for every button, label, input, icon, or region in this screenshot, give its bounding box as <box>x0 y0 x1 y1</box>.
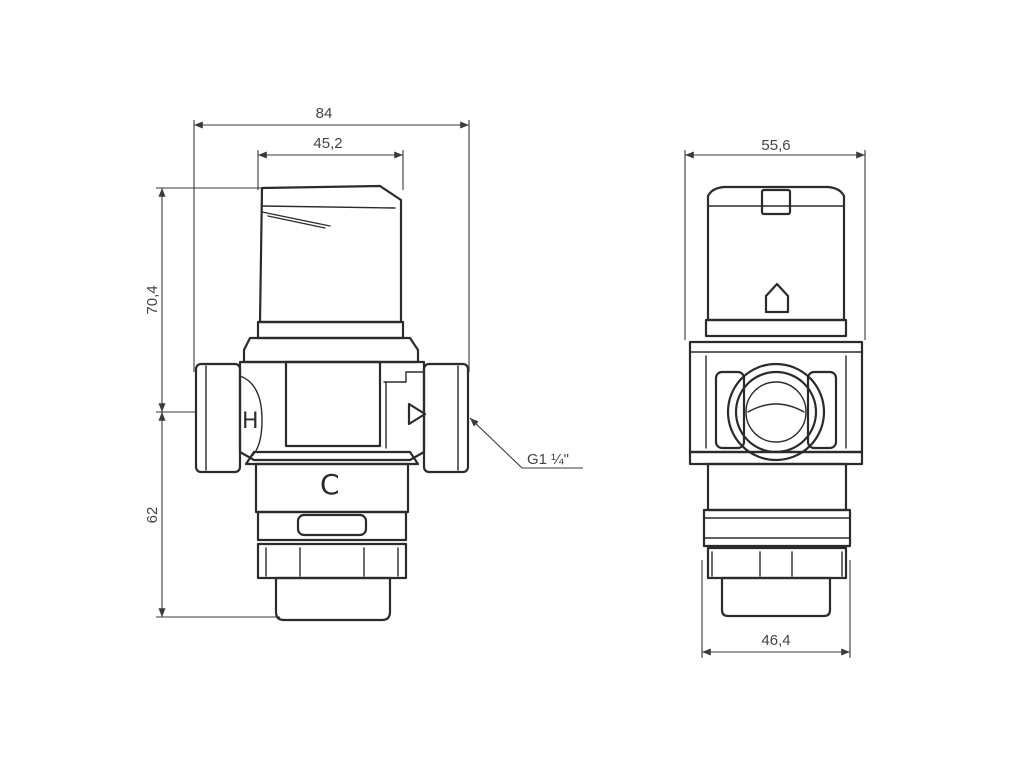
adjustment-cap <box>256 184 405 340</box>
side-body <box>688 340 864 466</box>
hot-marking: H <box>242 409 259 434</box>
thread-callout: G1 ¼" <box>469 417 583 469</box>
home-icon <box>764 282 790 314</box>
side-port <box>726 362 826 462</box>
flow-arrow-icon <box>407 402 427 426</box>
bottom-thread <box>274 576 392 622</box>
dimension-base-width: 46,4 <box>701 560 851 658</box>
valve-body <box>238 360 426 462</box>
bottom-nut <box>256 542 408 580</box>
dimension-label-lower-height: 62 <box>144 507 161 524</box>
dimension-cap-width: 45,2 <box>257 135 404 190</box>
side-view: 55,6 46,4 <box>684 137 866 658</box>
dimension-overall-width: 84 <box>193 105 470 372</box>
dimension-label-overall-width: 84 <box>316 105 333 122</box>
front-view: 84 45,2 70,4 62 G1 ¼" <box>144 105 583 622</box>
dimension-label-body-width: 55,6 <box>761 137 790 154</box>
body-collar <box>244 450 420 466</box>
side-bottom-nut <box>706 546 848 580</box>
cold-marking: C <box>320 468 340 501</box>
body-shoulder <box>242 336 420 364</box>
thread-callout-label: G1 ¼" <box>527 451 569 468</box>
lower-body: C <box>254 462 410 514</box>
dimension-label-upper-height: 70,4 <box>144 285 161 314</box>
inlet-port-left <box>194 362 242 474</box>
outlet-port-right <box>422 362 470 474</box>
dimension-label-cap-width: 45,2 <box>313 135 342 152</box>
dimension-body-width: 55,6 <box>684 137 866 340</box>
dimension-lower-height: 62 <box>144 412 280 618</box>
side-lower-body <box>702 462 852 548</box>
side-bottom-thread <box>720 576 832 618</box>
dimension-label-base-width: 46,4 <box>761 632 790 649</box>
lower-cartridge <box>256 510 408 542</box>
side-cap <box>704 185 848 338</box>
dimension-upper-height: 70,4 <box>144 187 262 413</box>
